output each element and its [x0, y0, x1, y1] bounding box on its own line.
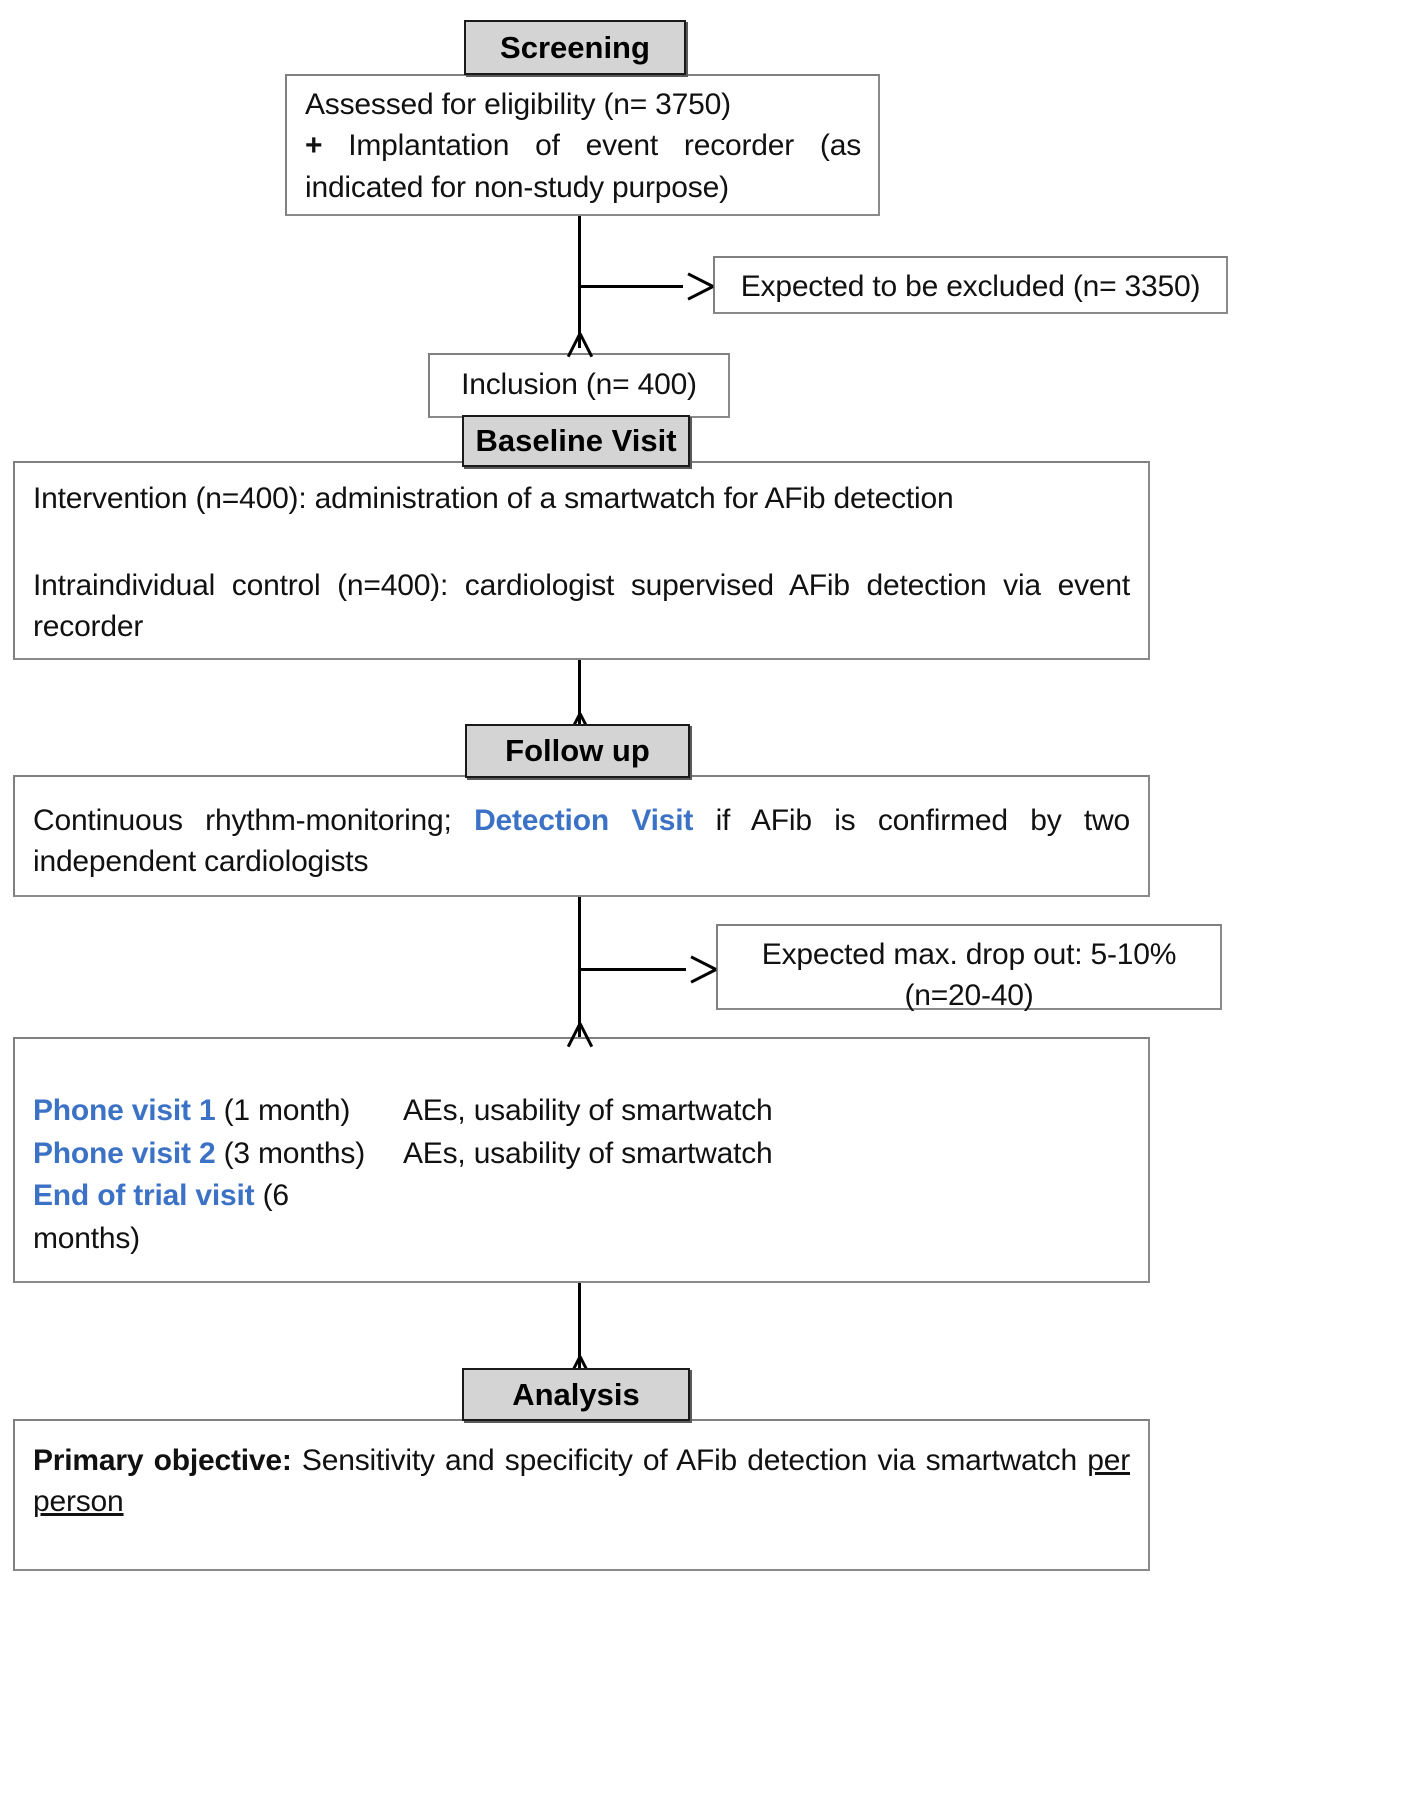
- followup-text-after: if AFib is confirmed by two independent …: [33, 804, 1130, 879]
- primary-objective-underlined: per person: [33, 1444, 1130, 1519]
- tab-analysis[interactable]: Analysis: [462, 1368, 690, 1421]
- excluded-box: [713, 256, 1228, 314]
- connector-followup-to-visits: [578, 897, 581, 1037]
- visit-note-1: AEs, usability of smartwatch: [403, 1094, 773, 1127]
- connector-visits-to-analysis: [578, 1283, 581, 1371]
- followup-box: [13, 775, 1150, 897]
- visit-label-1: Phone visit 1 (1 month): [33, 1090, 403, 1133]
- connector-screening-to-inclusion: [578, 216, 581, 348]
- tab-baseline-visit[interactable]: Baseline Visit: [462, 415, 690, 467]
- screening-plus-symbol: +: [305, 129, 323, 163]
- tab-analysis-label: Analysis: [512, 1376, 640, 1412]
- visit-label-3: End of trial visit (6 months): [33, 1175, 403, 1260]
- baseline-box: [13, 461, 1150, 660]
- visit-timing-2: (3 months): [215, 1136, 366, 1170]
- connector-screening-to-excluded: [579, 285, 683, 288]
- visit-row: End of trial visit (6 months): [33, 1175, 1130, 1260]
- tab-screening-label: Screening: [500, 29, 650, 65]
- visits-box: [13, 1037, 1150, 1283]
- visit-row: Phone visit 2 (3 months) AEs, usability …: [33, 1133, 1130, 1176]
- primary-objective-label: Primary objective:: [33, 1444, 292, 1477]
- excluded-box-text: Expected to be excluded (n= 3350): [713, 266, 1228, 307]
- visit-timing-1: (1 month): [215, 1094, 351, 1127]
- primary-objective-text: Sensitivity and specificity of AFib dete…: [291, 1444, 1088, 1477]
- screening-box-text: Assessed for eligibility (n= 3750) + Imp…: [305, 84, 861, 208]
- tab-follow-up-label: Follow up: [505, 733, 650, 768]
- dropout-box-text: Expected max. drop out: 5-10% (n=20-40): [716, 934, 1222, 1017]
- visit-row: Phone visit 1 (1 month) AEs, usability o…: [33, 1090, 1130, 1133]
- visit-name-3: End of trial visit: [33, 1179, 255, 1213]
- baseline-intervention-text: Intervention (n=400): administration of …: [33, 478, 1130, 519]
- tab-follow-up[interactable]: Follow up: [465, 724, 690, 778]
- detection-visit-highlight: Detection Visit: [474, 804, 694, 837]
- visit-note-2: AEs, usability of smartwatch: [403, 1136, 773, 1170]
- inclusion-box-text: Inclusion (n= 400): [428, 364, 730, 405]
- visit-name-1: Phone visit 1: [33, 1094, 216, 1127]
- dropout-box: [716, 924, 1222, 1010]
- connector-followup-to-dropout: [579, 968, 686, 971]
- dropout-line-2: (n=20-40): [904, 979, 1034, 1013]
- visit-name-2: Phone visit 2: [33, 1136, 216, 1170]
- visit-label-2: Phone visit 2 (3 months): [33, 1133, 403, 1176]
- tab-screening[interactable]: Screening: [464, 20, 686, 75]
- tab-baseline-visit-label: Baseline Visit: [475, 423, 677, 458]
- dropout-line-1: Expected max. drop out: 5-10%: [761, 938, 1177, 971]
- baseline-control-text: Intraindividual control (n=400): cardiol…: [33, 565, 1130, 648]
- connector-baseline-to-followup: [578, 660, 581, 728]
- visit-timing-3: (6 months): [33, 1179, 289, 1255]
- inclusion-label: Inclusion (n= 400): [461, 368, 697, 401]
- analysis-box-text: Primary objective: Sensitivity and speci…: [33, 1440, 1130, 1523]
- baseline-intervention: Intervention (n=400): administration of …: [33, 482, 954, 515]
- screening-line-2: Implantation of event recorder (as indic…: [305, 129, 861, 204]
- analysis-box: [13, 1419, 1150, 1571]
- followup-box-text: Continuous rhythm-monitoring; Detection …: [33, 800, 1130, 883]
- baseline-control: Intraindividual control (n=400): cardiol…: [33, 569, 1130, 644]
- followup-text-before: Continuous rhythm-monitoring;: [33, 804, 475, 837]
- screening-line-1: Assessed for eligibility (n= 3750): [305, 88, 731, 121]
- screening-box: [285, 74, 880, 216]
- visits-table: Phone visit 1 (1 month) AEs, usability o…: [33, 1090, 1130, 1260]
- excluded-label: Expected to be excluded (n= 3350): [740, 270, 1201, 303]
